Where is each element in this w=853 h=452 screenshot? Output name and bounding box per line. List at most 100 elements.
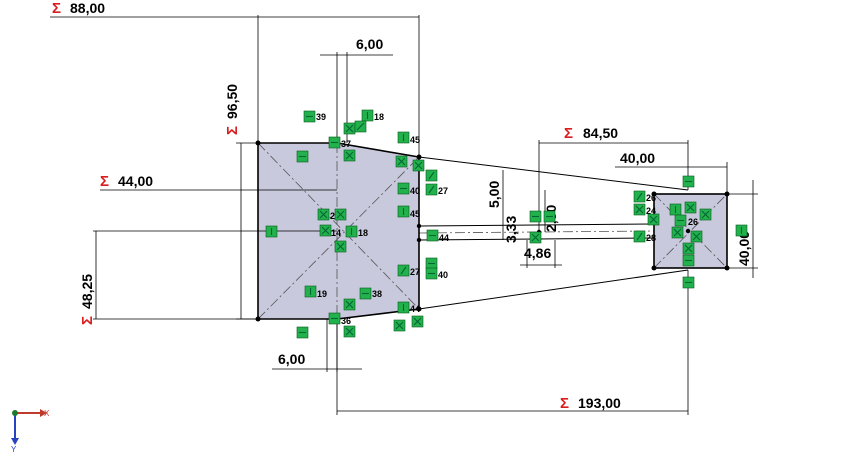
dimension-value[interactable]: 6,00 bbox=[356, 36, 383, 52]
dimension-right-width[interactable]: 40,00 bbox=[615, 150, 728, 194]
relation-number: 27 bbox=[410, 267, 420, 277]
sigma-symbol: Σ bbox=[100, 173, 109, 190]
relation-coincident-icon[interactable] bbox=[343, 122, 356, 135]
relation-horizontal-icon[interactable] bbox=[682, 276, 695, 289]
relation-coincident-icon[interactable] bbox=[343, 325, 356, 338]
relation-horizontal-icon[interactable] bbox=[529, 210, 542, 223]
relation-coincident-icon[interactable] bbox=[647, 213, 660, 226]
reference-triad: X Y bbox=[11, 409, 50, 452]
dimension-value[interactable]: 40,00 bbox=[736, 231, 752, 266]
relation-parallel-icon[interactable] bbox=[397, 264, 410, 277]
relation-vertical-icon[interactable] bbox=[397, 205, 410, 218]
relation-vertical-icon[interactable] bbox=[397, 301, 410, 314]
relation-number: 18 bbox=[358, 228, 368, 238]
dimension-value[interactable]: 96,50 bbox=[224, 84, 240, 119]
relation-horizontal-icon[interactable] bbox=[328, 312, 341, 325]
relation-horizontal-icon[interactable] bbox=[303, 110, 316, 123]
triad-x-label: X bbox=[44, 409, 50, 418]
relation-horizontal-icon[interactable] bbox=[682, 175, 695, 188]
relation-badges[interactable]: 39 18 37 45 40 27 45 2 14 18 44 27 bbox=[265, 109, 748, 339]
relation-vertical-icon[interactable] bbox=[735, 224, 748, 237]
relation-vertical-icon[interactable] bbox=[345, 225, 358, 238]
relation-coincident-icon[interactable] bbox=[682, 242, 695, 255]
sigma-symbol: Σ bbox=[560, 395, 569, 412]
relation-vertical-icon[interactable] bbox=[669, 203, 682, 216]
relation-horizontal-icon[interactable] bbox=[674, 214, 687, 227]
dimension-value[interactable]: 48,25 bbox=[79, 274, 95, 309]
dimension-slot-width[interactable]: 4,86 bbox=[520, 240, 562, 268]
dimension-slot-height[interactable]: 5,00 bbox=[486, 170, 504, 240]
relation-number: 40 bbox=[410, 186, 420, 196]
relation-parallel-icon[interactable] bbox=[633, 190, 646, 203]
relation-coincident-icon[interactable] bbox=[699, 208, 712, 221]
relation-vertical-icon[interactable] bbox=[361, 109, 374, 122]
relation-number: 39 bbox=[316, 112, 326, 122]
relation-number: 26 bbox=[688, 217, 698, 227]
dimension-value[interactable]: 44,00 bbox=[118, 173, 153, 189]
sigma-symbol: Σ bbox=[79, 316, 96, 325]
relation-horizontal-icon[interactable] bbox=[425, 257, 438, 270]
relation-coincident-icon[interactable] bbox=[529, 231, 542, 244]
relation-horizontal-icon[interactable] bbox=[296, 150, 309, 163]
relation-coincident-icon[interactable] bbox=[411, 315, 424, 328]
dimension-value[interactable]: 88,00 bbox=[70, 0, 105, 16]
dimension-value[interactable]: 5,00 bbox=[486, 181, 502, 208]
relation-horizontal-icon[interactable] bbox=[359, 287, 372, 300]
dimension-right-height[interactable]: 40,00 bbox=[727, 180, 758, 278]
relation-number: 40 bbox=[438, 270, 448, 280]
relation-coincident-icon[interactable] bbox=[633, 203, 646, 216]
relation-coincident-icon[interactable] bbox=[395, 155, 408, 168]
relation-vertical-icon[interactable] bbox=[265, 225, 278, 238]
dimension-left-height[interactable]: Σ 96,50 bbox=[224, 84, 258, 320]
relation-number: 37 bbox=[341, 139, 351, 149]
relation-number: 45 bbox=[410, 209, 420, 219]
relation-horizontal-icon[interactable] bbox=[397, 182, 410, 195]
dimension-value[interactable]: 3,33 bbox=[503, 216, 519, 243]
relation-coincident-icon[interactable] bbox=[334, 208, 347, 221]
relation-parallel-icon[interactable] bbox=[425, 169, 438, 182]
dimension-slot-a[interactable]: 3,33 bbox=[503, 216, 519, 243]
relation-number: 14 bbox=[331, 228, 341, 238]
relation-coincident-icon[interactable] bbox=[343, 298, 356, 311]
relation-number: 19 bbox=[317, 289, 327, 299]
relation-coincident-icon[interactable] bbox=[334, 240, 347, 253]
dimension-value[interactable]: 6,00 bbox=[278, 351, 305, 367]
relation-vertical-icon[interactable] bbox=[304, 285, 317, 298]
sigma-symbol: Σ bbox=[52, 0, 61, 17]
dimension-left-mid[interactable]: Σ 48,25 bbox=[79, 230, 337, 325]
left-profile-region[interactable] bbox=[258, 143, 419, 319]
relation-horizontal-icon[interactable] bbox=[425, 267, 438, 280]
relation-horizontal-icon[interactable] bbox=[328, 136, 341, 149]
relation-vertical-icon[interactable] bbox=[397, 131, 410, 144]
dimension-overall[interactable]: Σ 193,00 bbox=[336, 270, 689, 415]
relation-horizontal-icon[interactable] bbox=[543, 210, 556, 223]
dimension-left-half[interactable]: Σ 44,00 bbox=[100, 173, 337, 191]
relation-coincident-icon[interactable] bbox=[343, 149, 356, 162]
dimension-right-offset[interactable]: Σ 84,50 bbox=[538, 125, 689, 232]
dimension-value[interactable]: 84,50 bbox=[583, 125, 618, 141]
dimension-value[interactable]: 4,86 bbox=[524, 245, 551, 261]
relation-coincident-icon[interactable] bbox=[684, 201, 697, 214]
dimension-total-width[interactable]: Σ 88,00 bbox=[50, 0, 420, 157]
relation-coincident-icon[interactable] bbox=[393, 319, 406, 332]
relation-coincident-icon[interactable] bbox=[354, 120, 367, 133]
right-profile-edges[interactable] bbox=[653, 193, 728, 269]
relation-number: 45 bbox=[410, 135, 420, 145]
relation-horizontal-icon[interactable] bbox=[682, 254, 695, 267]
dimension-value[interactable]: 193,00 bbox=[578, 395, 621, 411]
relation-parallel-icon[interactable] bbox=[425, 183, 438, 196]
relation-coincident-icon[interactable] bbox=[319, 224, 332, 237]
relation-number: 38 bbox=[372, 289, 382, 299]
relation-coincident-icon[interactable] bbox=[690, 230, 703, 243]
connector-lines[interactable] bbox=[418, 156, 689, 310]
relation-horizontal-icon[interactable] bbox=[426, 229, 439, 242]
sigma-symbol: Σ bbox=[224, 126, 241, 135]
relation-parallel-icon[interactable] bbox=[633, 230, 646, 243]
dimension-value[interactable]: 40,00 bbox=[620, 150, 655, 166]
relation-horizontal-icon[interactable] bbox=[296, 326, 309, 339]
relation-coincident-icon[interactable] bbox=[317, 208, 330, 221]
relation-coincident-icon[interactable] bbox=[412, 159, 425, 172]
relation-number: 44 bbox=[439, 233, 449, 243]
relation-coincident-icon[interactable] bbox=[671, 226, 684, 239]
